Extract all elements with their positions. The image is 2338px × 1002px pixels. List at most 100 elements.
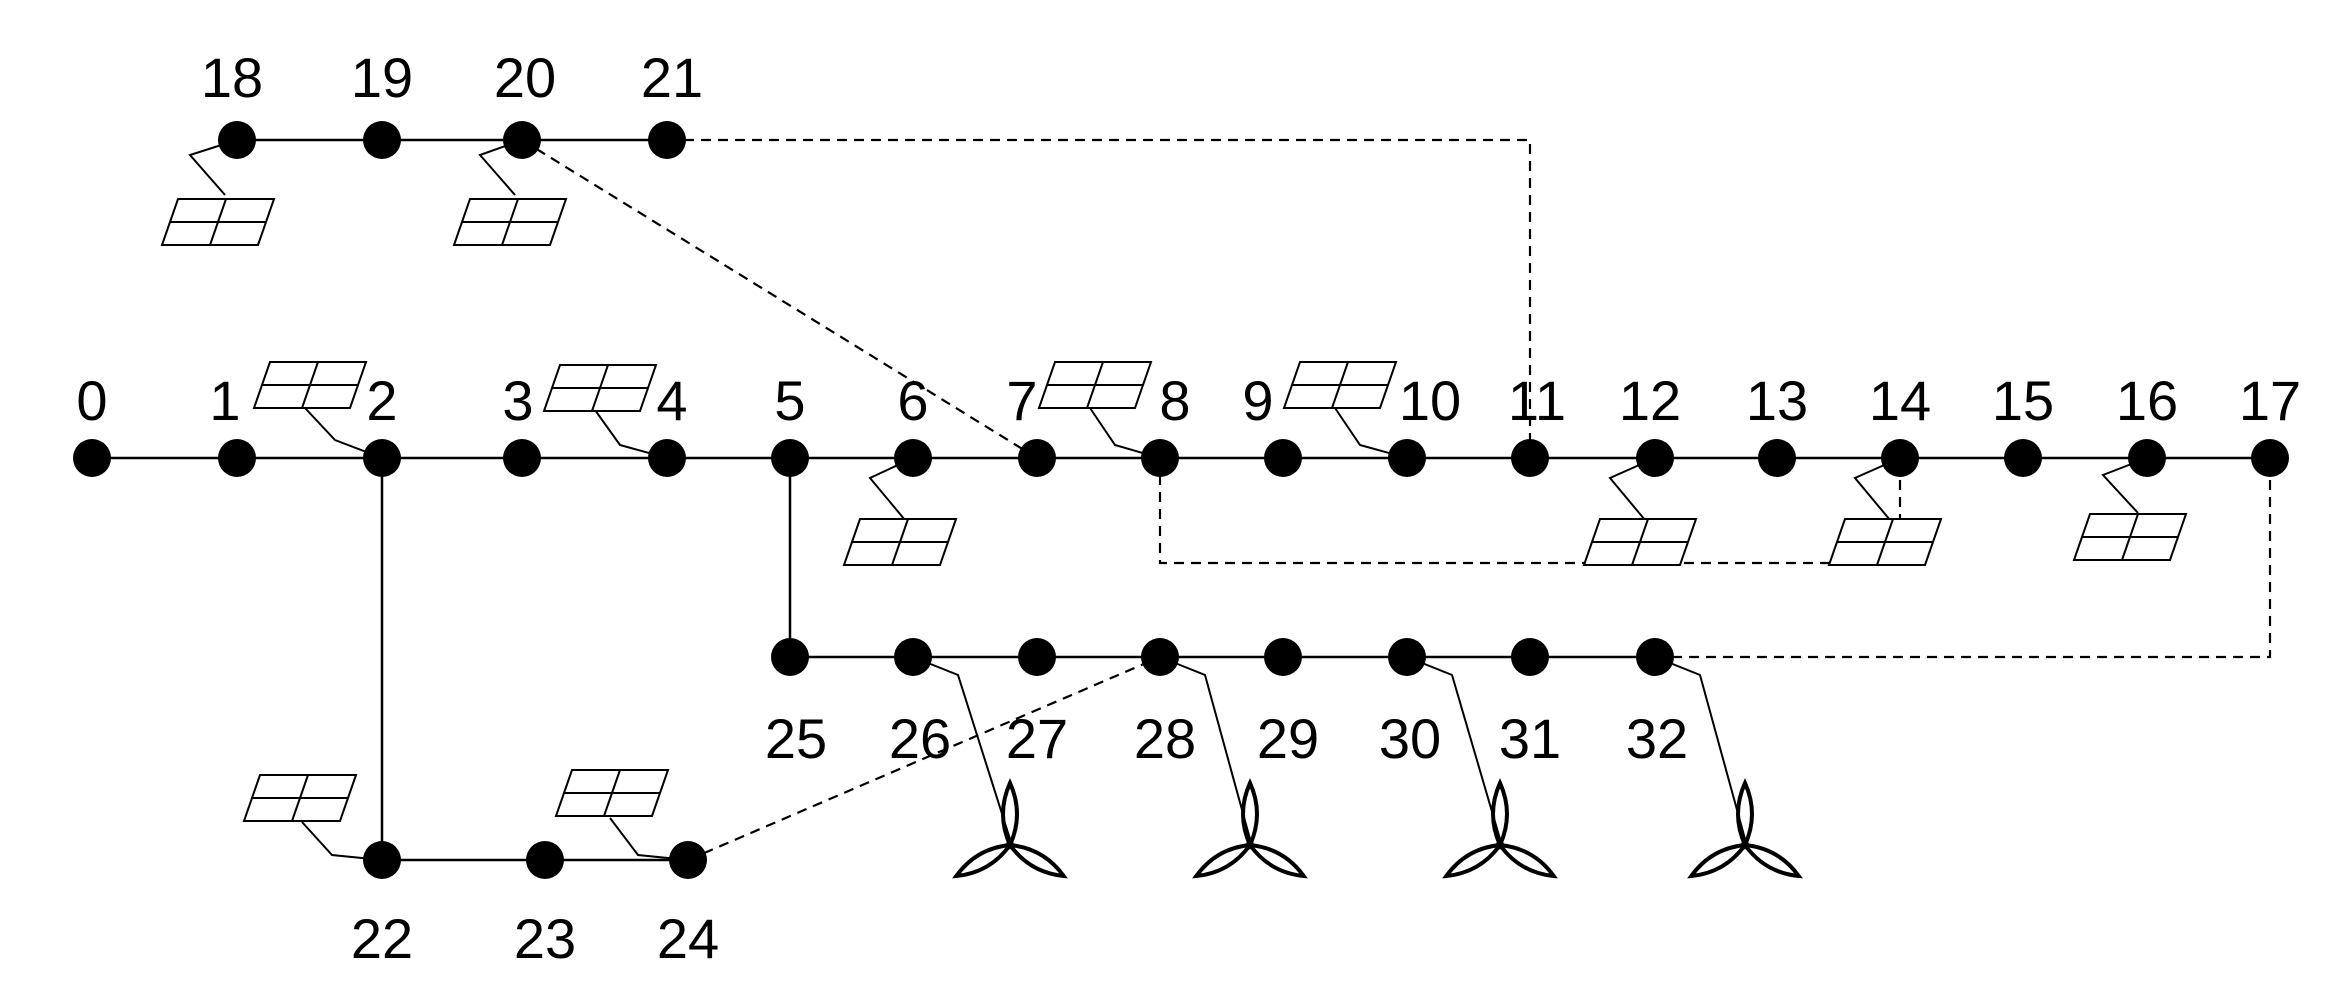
bus-label-8: 8	[1159, 369, 1190, 432]
bus-label-23: 23	[514, 907, 576, 970]
bus-node-21	[648, 121, 686, 159]
bus-node-26	[894, 638, 932, 676]
bus-node-24	[669, 841, 707, 879]
bus-node-17	[2251, 439, 2289, 477]
wind-turbine-icon	[1159, 656, 1308, 879]
turbine-blade-1	[1001, 778, 1019, 850]
bus-label-29: 29	[1257, 707, 1319, 770]
pv-panel-grid-v	[501, 198, 519, 246]
tie-line-21-11	[667, 138, 1532, 458]
pv-panel-icon	[554, 769, 689, 861]
bus-label-12: 12	[1619, 369, 1681, 432]
bus-label-2: 2	[366, 369, 397, 432]
bus-label-4: 4	[656, 369, 687, 432]
turbine-blade-3	[1687, 842, 1750, 879]
pv-panel-grid-v	[1876, 518, 1894, 566]
turbine-blade-1	[1736, 778, 1754, 850]
turbine-blade-3	[952, 842, 1015, 879]
bus-label-21: 21	[641, 46, 703, 109]
turbine-blade-1	[1241, 778, 1259, 850]
pv-panel-icon	[452, 139, 568, 246]
branch-lines	[92, 138, 2270, 862]
pv-panel-grid-v	[291, 774, 309, 822]
bus-label-27: 27	[1006, 707, 1068, 770]
pv-panel-icon	[252, 361, 383, 459]
bus-label-11: 11	[1508, 369, 1566, 432]
tie-line-24-28	[687, 655, 1161, 862]
pv-panel-grid-v	[1631, 518, 1649, 566]
bus-node-12	[1636, 439, 1674, 477]
bus-nodes	[73, 121, 2289, 879]
tie-line-32-17	[1655, 458, 2272, 659]
bus-node-18	[218, 121, 256, 159]
pv-panel-icon	[2072, 457, 2188, 561]
bus-label-5: 5	[774, 369, 805, 432]
bus-node-2	[363, 439, 401, 477]
bus-node-8	[1141, 439, 1179, 477]
turbine-blade-2	[1495, 842, 1558, 879]
bus-node-14	[1881, 439, 1919, 477]
pv-panel-grid-v	[301, 361, 319, 409]
pv-generators	[160, 139, 2188, 861]
bus-node-13	[1758, 439, 1796, 477]
turbine-blade-3	[1442, 842, 1505, 879]
bus-node-1	[218, 439, 256, 477]
tie-lines	[521, 138, 2272, 862]
pv-panel-grid-v	[591, 364, 609, 412]
bus-label-10: 10	[1399, 369, 1461, 432]
pv-panel-grid-v	[1331, 361, 1349, 409]
pv-panel-icon	[1582, 457, 1698, 566]
bus-node-15	[2004, 439, 2042, 477]
bus-node-9	[1264, 439, 1302, 477]
bus-label-1: 1	[209, 369, 240, 432]
bus-node-28	[1141, 638, 1179, 676]
pv-panel-icon	[842, 457, 958, 566]
bus-node-29	[1264, 638, 1302, 676]
turbine-blade-2	[1005, 842, 1068, 879]
bus-label-28: 28	[1134, 707, 1196, 770]
bus-label-6: 6	[897, 369, 928, 432]
bus-label-0: 0	[76, 369, 107, 432]
pv-panel-icon	[542, 364, 668, 459]
bus-node-30	[1388, 638, 1426, 676]
pv-panel-icon	[1037, 361, 1161, 459]
pv-panel-icon	[1827, 457, 1943, 566]
bus-node-16	[2128, 439, 2166, 477]
bus-node-23	[526, 841, 564, 879]
bus-label-18: 18	[201, 46, 263, 109]
bus-node-32	[1636, 638, 1674, 676]
bus-node-7	[1018, 439, 1056, 477]
bus-node-27	[1018, 638, 1056, 676]
bus-node-11	[1511, 439, 1549, 477]
pv-panel-grid-v	[603, 769, 621, 817]
turbine-blade-2	[1740, 842, 1803, 879]
bus-node-25	[771, 638, 809, 676]
bus-label-15: 15	[1992, 369, 2054, 432]
bus-label-9: 9	[1242, 369, 1273, 432]
pv-panel-grid-v	[2121, 513, 2139, 561]
turbine-blade-1	[1491, 778, 1509, 850]
bus-label-16: 16	[2116, 369, 2178, 432]
bus-label-14: 14	[1869, 369, 1931, 432]
bus-label-30: 30	[1379, 707, 1441, 770]
bus-node-10	[1388, 439, 1426, 477]
bus-label-24: 24	[657, 907, 719, 970]
bus-node-0	[73, 439, 111, 477]
bus-label-22: 22	[351, 907, 413, 970]
pv-panel-icon	[160, 139, 276, 246]
turbine-blade-2	[1245, 842, 1308, 879]
bus-node-4	[648, 439, 686, 477]
bus-label-3: 3	[502, 369, 533, 432]
bus-node-3	[503, 439, 541, 477]
bus-node-19	[363, 121, 401, 159]
bus-label-32: 32	[1626, 707, 1688, 770]
bus-node-20	[503, 121, 541, 159]
pv-panel-icon	[242, 774, 383, 861]
bus-label-31: 31	[1499, 707, 1561, 770]
bus-label-20: 20	[494, 46, 556, 109]
bus-node-22	[363, 841, 401, 879]
pv-panel-grid-v	[891, 518, 909, 566]
bus-node-6	[894, 439, 932, 477]
pv-panel-icon	[1282, 361, 1408, 459]
